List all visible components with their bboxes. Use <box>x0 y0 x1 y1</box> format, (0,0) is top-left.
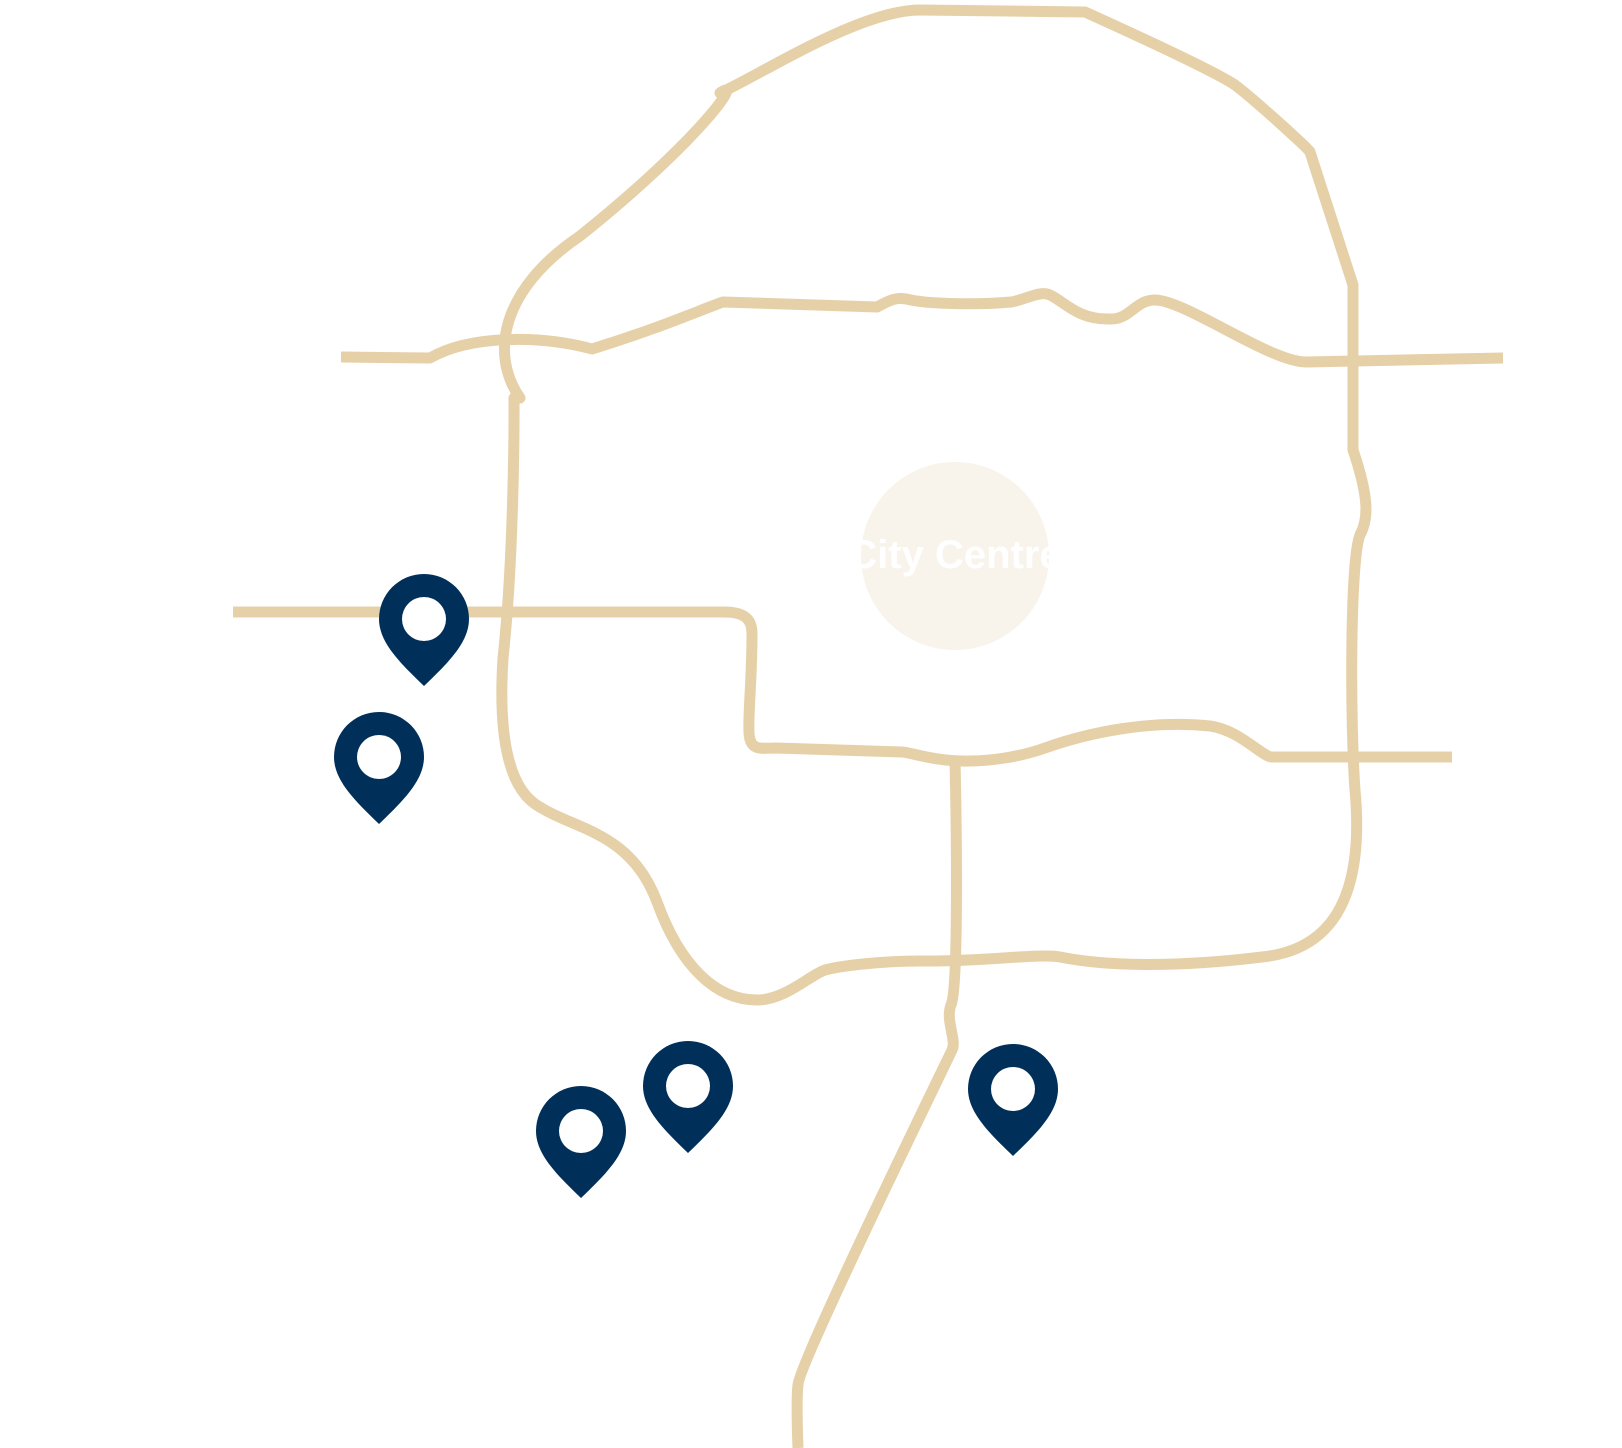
north-crossroad <box>340 288 1504 368</box>
pin-center-dot <box>402 597 446 641</box>
south-road <box>791 759 962 1448</box>
location-pins <box>334 574 1058 1198</box>
road-network <box>233 4 1504 1448</box>
location-pin-3[interactable] <box>536 1086 626 1198</box>
city-centre-marker[interactable]: City Centre <box>848 462 1062 650</box>
ring-road <box>496 4 1372 1006</box>
west-road <box>233 606 1452 767</box>
location-pin-4[interactable] <box>643 1041 733 1153</box>
city-centre-label: City Centre <box>848 533 1061 577</box>
pin-center-dot <box>666 1064 710 1108</box>
pin-center-dot <box>559 1109 603 1153</box>
location-pin-5[interactable] <box>968 1044 1058 1156</box>
location-pin-2[interactable] <box>334 712 424 824</box>
pin-center-dot <box>991 1067 1035 1111</box>
pin-center-dot <box>357 735 401 779</box>
city-centre-circle <box>861 462 1049 650</box>
location-pin-1[interactable] <box>379 574 469 686</box>
